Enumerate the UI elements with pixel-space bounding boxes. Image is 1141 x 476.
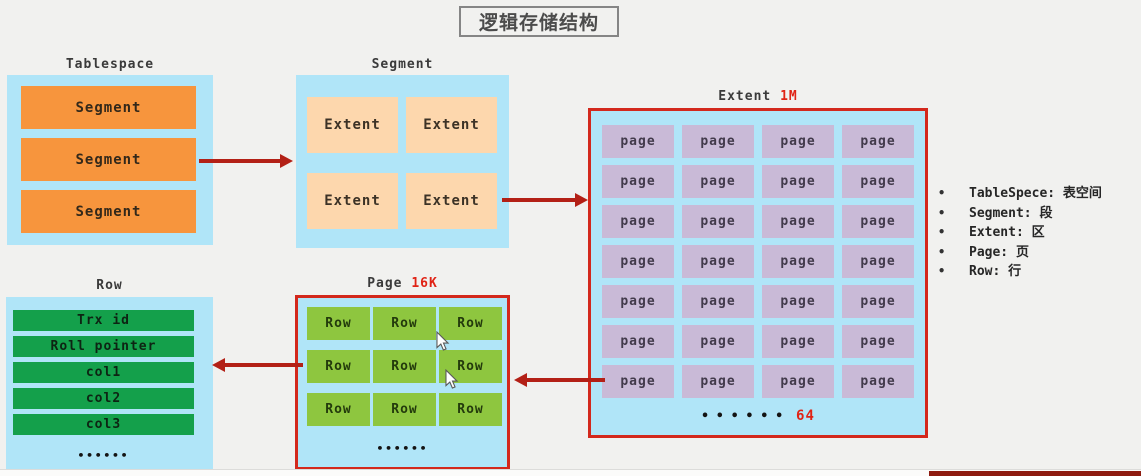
page-label-text: Page [367, 276, 403, 291]
page-ellipsis: •••••• [376, 442, 429, 455]
extent-label-text: Extent [718, 89, 772, 104]
page-cell: page [762, 365, 834, 398]
page-cell: page [602, 125, 674, 158]
page-cell: page [762, 125, 834, 158]
row-cell: Row [439, 307, 502, 340]
legend-item-text: Extent: 区 [969, 225, 1045, 240]
page-cell: page [682, 125, 754, 158]
page-cell: page [762, 165, 834, 198]
extent-page-total: 64 [796, 408, 815, 424]
page-cell: page [602, 365, 674, 398]
row-container: Trx id Roll pointer col1 col2 col3 •••••• [6, 297, 213, 470]
page-cell: page [602, 285, 674, 318]
ellipsis-dots: •••••• [701, 409, 791, 424]
page-cell: page [762, 205, 834, 238]
legend-item: • Row: 行 [938, 260, 1102, 280]
page-size-label: 16K [411, 276, 438, 291]
page-label: Page 16K [295, 276, 510, 291]
extent-ellipsis-row: •••••• 64 [591, 408, 925, 424]
page-cell: page [842, 325, 914, 358]
arrow-tablespace-to-segment [199, 154, 293, 168]
page-cell: page [602, 245, 674, 278]
row-field: Trx id [13, 310, 194, 331]
page-cell: page [842, 365, 914, 398]
legend-list: • TableSpece: 表空间 • Segment: 段 • Extent: 区 • Pa… [938, 182, 1102, 280]
legend-item-text: TableSpece: 表空间 [969, 186, 1102, 201]
page-cell: page [682, 365, 754, 398]
arrow-segment-to-extent [502, 193, 588, 207]
segment-label: Segment [371, 57, 434, 72]
bullet-icon: • [938, 264, 946, 278]
segment-bar: Segment [21, 190, 196, 233]
page-cell: page [682, 245, 754, 278]
row-cell: Row [307, 393, 370, 426]
page-cell: page [682, 325, 754, 358]
legend-item-text: Page: 页 [969, 244, 1029, 260]
page-title: 逻辑存储结构 [459, 6, 619, 37]
legend-item: • TableSpece: 表空间 [938, 182, 1102, 202]
page-cell: page [842, 125, 914, 158]
page-cell: page [682, 285, 754, 318]
legend-item-text: Segment: 段 [969, 205, 1053, 221]
row-field: Roll pointer [13, 336, 194, 357]
row-field: col3 [13, 414, 194, 435]
row-ellipsis: •••••• [77, 449, 130, 462]
mouse-cursor-icon [436, 331, 450, 351]
legend-item: • Page: 页 [938, 241, 1102, 261]
page-cell: page [842, 245, 914, 278]
row-cell: Row [307, 350, 370, 383]
bottom-strip [0, 469, 1141, 476]
page-cell: page [602, 165, 674, 198]
row-cell: Row [373, 350, 436, 383]
row-cell: Row [373, 393, 436, 426]
page-cell: page [842, 285, 914, 318]
segment-bar: Segment [21, 138, 196, 181]
page-cell: page [682, 165, 754, 198]
page-cell: page [842, 165, 914, 198]
page-cell: page [602, 205, 674, 238]
arrow-extent-to-page [514, 373, 605, 387]
page-cell: page [762, 325, 834, 358]
bullet-icon: • [938, 205, 946, 220]
bottom-red-bar [929, 471, 1141, 476]
legend-item-text: Row: 行 [969, 264, 1022, 279]
row-field: col1 [13, 362, 194, 383]
row-label: Row [96, 278, 123, 293]
extent-size-label: 1M [780, 89, 798, 104]
extent-label: Extent 1M [588, 89, 928, 104]
legend-item: • Extent: 区 [938, 221, 1102, 241]
extent-cell: Extent [406, 173, 497, 229]
page-cell: page [602, 325, 674, 358]
bullet-icon: • [938, 244, 946, 259]
extent-cell: Extent [307, 97, 398, 153]
extent-cell: Extent [307, 173, 398, 229]
extent-cell: Extent [406, 97, 497, 153]
mouse-cursor-icon [445, 369, 459, 389]
bullet-icon: • [938, 186, 946, 200]
page-cell: page [682, 205, 754, 238]
row-cell: Row [373, 307, 436, 340]
bullet-icon: • [938, 225, 946, 239]
page-cell: page [762, 285, 834, 318]
row-cell: Row [439, 393, 502, 426]
tablespace-label: Tablespace [65, 57, 155, 72]
row-field: col2 [13, 388, 194, 409]
row-cell: Row [307, 307, 370, 340]
legend-item: • Segment: 段 [938, 202, 1102, 222]
arrow-page-to-row [212, 358, 303, 372]
page-cell: page [762, 245, 834, 278]
page-cell: page [842, 205, 914, 238]
segment-bar: Segment [21, 86, 196, 129]
